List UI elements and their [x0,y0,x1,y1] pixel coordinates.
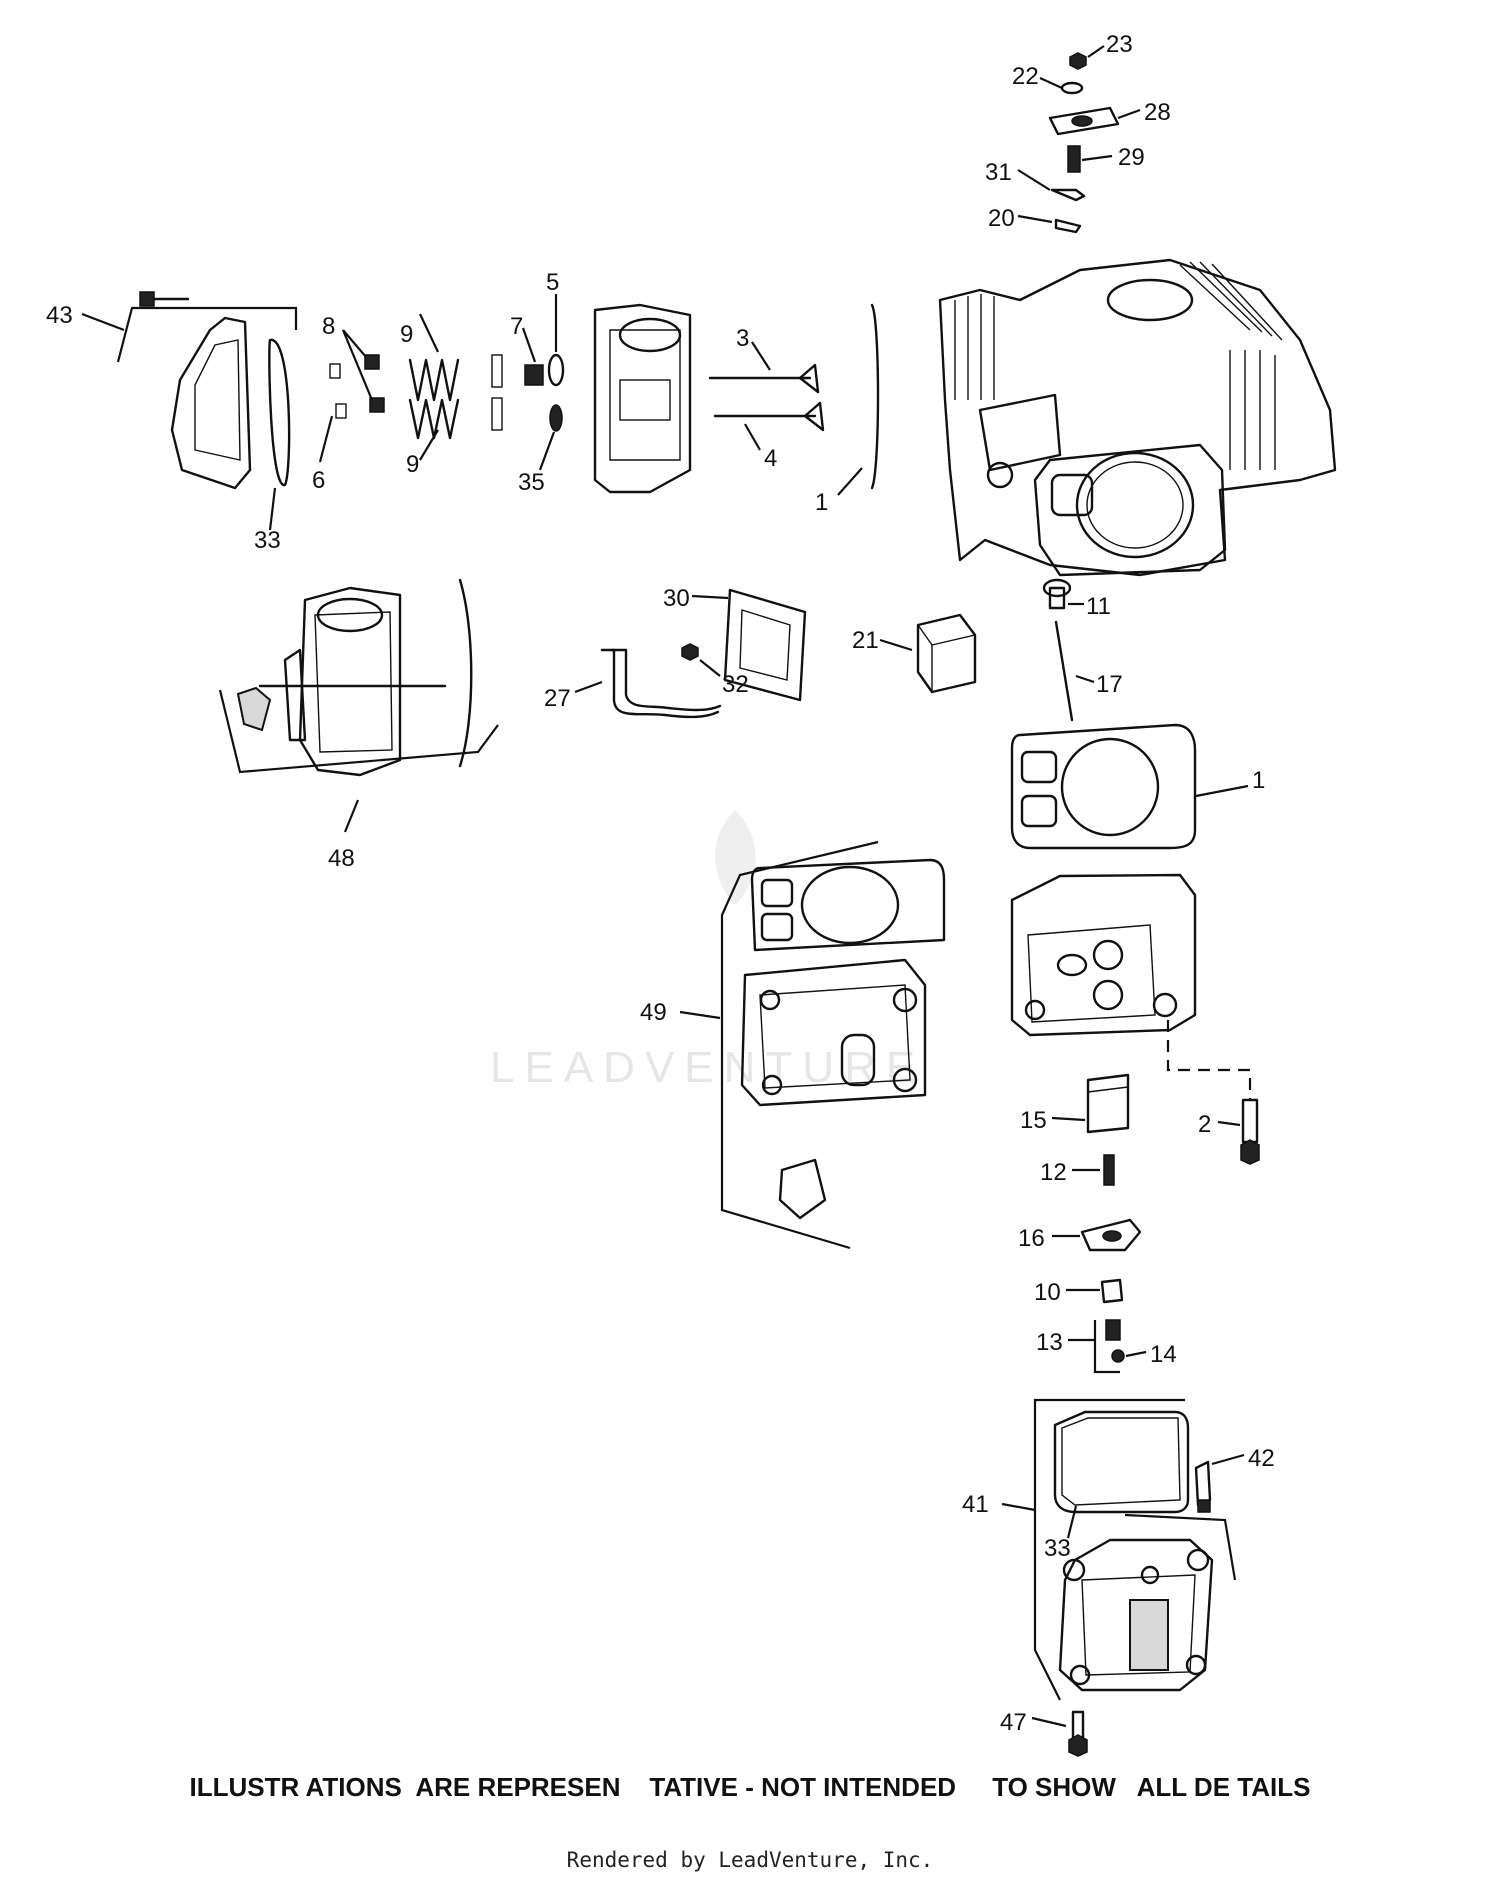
block-crank-bore [1106,278,1194,322]
part-1-gasket-edge[interactable] [837,303,880,496]
part-4-exhaust-valve[interactable] [713,401,825,451]
part-3-intake-valve[interactable] [708,341,820,394]
callout-33-lower: 33 [1044,1535,1071,1562]
callout-9-lower: 9 [406,451,419,478]
part-48-head-assembly[interactable] [218,578,499,833]
part-15-plate[interactable] [1051,1073,1130,1134]
part-11-tappet[interactable] [1042,578,1084,610]
part-49-head-assembly[interactable] [679,840,946,1250]
part-43-bolt[interactable] [81,291,190,332]
part-28-plate[interactable] [1048,106,1141,136]
callout-47: 47 [1000,1709,1027,1736]
cover-assembly-bracket [116,306,298,363]
valve-cover-side[interactable] [170,316,252,490]
callout-4: 4 [764,445,777,472]
part-17-push-rod[interactable] [1054,620,1095,722]
callout-21: 21 [852,627,879,654]
part-33-gasket-upper[interactable] [268,338,291,531]
callout-5: 5 [546,269,559,296]
callout-33-upper: 33 [254,527,281,554]
block-cooling-fins [954,261,1283,470]
part-32-screw[interactable] [681,643,721,677]
cylinder-head-side[interactable] [593,303,692,494]
callout-12: 12 [1040,1159,1067,1186]
part-2-head-bolt[interactable] [1217,1098,1260,1165]
callout-9-upper: 9 [400,321,413,348]
callout-15: 15 [1020,1107,1047,1134]
part-13-adjuster[interactable] [1068,1319,1121,1374]
part-33-gasket-lower[interactable] [1053,1410,1190,1539]
part-47-bolt[interactable] [1031,1710,1088,1757]
callout-48: 48 [328,845,355,872]
part-23-nut[interactable] [1069,45,1105,70]
callout-labels: 23 22 28 29 31 20 43 8 9 7 5 3 6 9 35 4 … [46,31,1275,1736]
cylinder-head-right[interactable] [1010,873,1252,1100]
callout-1-lower: 1 [1252,767,1265,794]
part-14-nut[interactable] [1111,1349,1147,1363]
callout-16: 16 [1018,1225,1045,1252]
callout-13: 13 [1036,1329,1063,1356]
part-29-bolt[interactable] [1067,145,1113,173]
part-30-gasket-plate[interactable] [691,588,807,702]
valve-spring-retainers [491,354,503,431]
part-16-rocker-arm[interactable] [1052,1218,1142,1252]
callout-27: 27 [544,685,571,712]
callout-28: 28 [1144,99,1171,126]
callout-42: 42 [1248,1445,1275,1472]
callout-10: 10 [1034,1279,1061,1306]
part-7-valve-seal[interactable] [521,327,544,386]
callout-2: 2 [1198,1111,1211,1138]
watermark: LEADVENTURE [490,810,915,1092]
part-27-breather-hose[interactable] [574,648,722,719]
part-6-keepers[interactable] [318,363,347,463]
callout-3: 3 [736,325,749,352]
part-10-pivot[interactable] [1066,1278,1124,1304]
callout-31: 31 [985,159,1012,186]
part-21-box[interactable] [879,613,977,694]
part-35-washer[interactable] [538,404,563,471]
part-9-valve-springs[interactable] [408,313,460,461]
callout-7: 7 [510,313,523,340]
engine-block[interactable] [938,258,1337,577]
part-8-valve-caps[interactable] [341,329,385,413]
callout-11: 11 [1086,593,1111,620]
part-5-washer[interactable] [547,294,565,387]
callout-30: 30 [663,585,690,612]
callout-22: 22 [1012,63,1039,90]
disclaimer-text: ILLUSTR ATIONS ARE REPRESEN TATIVE - NOT… [189,1772,1311,1802]
callout-23: 23 [1106,31,1133,58]
part-22-washer[interactable] [1039,76,1084,95]
callout-29: 29 [1118,144,1145,171]
callout-17: 17 [1096,671,1123,698]
callout-8: 8 [322,313,335,340]
callout-41: 41 [962,1491,989,1518]
callout-35: 35 [518,469,545,496]
render-credit: Rendered by LeadVenture, Inc. [566,1848,934,1872]
callout-6: 6 [312,467,325,494]
part-31-terminal[interactable] [1017,169,1086,202]
callout-43: 43 [46,302,73,329]
part-20-terminal[interactable] [1017,214,1082,234]
callout-1-upper: 1 [815,489,828,516]
part-12-stud[interactable] [1072,1154,1115,1186]
callout-49: 49 [640,999,667,1026]
part-41-valve-cover-assembly[interactable] [1001,1398,1237,1701]
callout-32: 32 [722,671,749,698]
callout-20: 20 [988,205,1015,232]
part-42-breather-fitting[interactable] [1194,1453,1245,1513]
part-1-head-gasket[interactable] [1010,723,1249,850]
valve-cover-ohv[interactable] [1058,1538,1214,1692]
ohv-emblem [1129,1599,1169,1671]
cylinder-bore-front [1075,451,1195,559]
callout-14: 14 [1150,1341,1177,1368]
